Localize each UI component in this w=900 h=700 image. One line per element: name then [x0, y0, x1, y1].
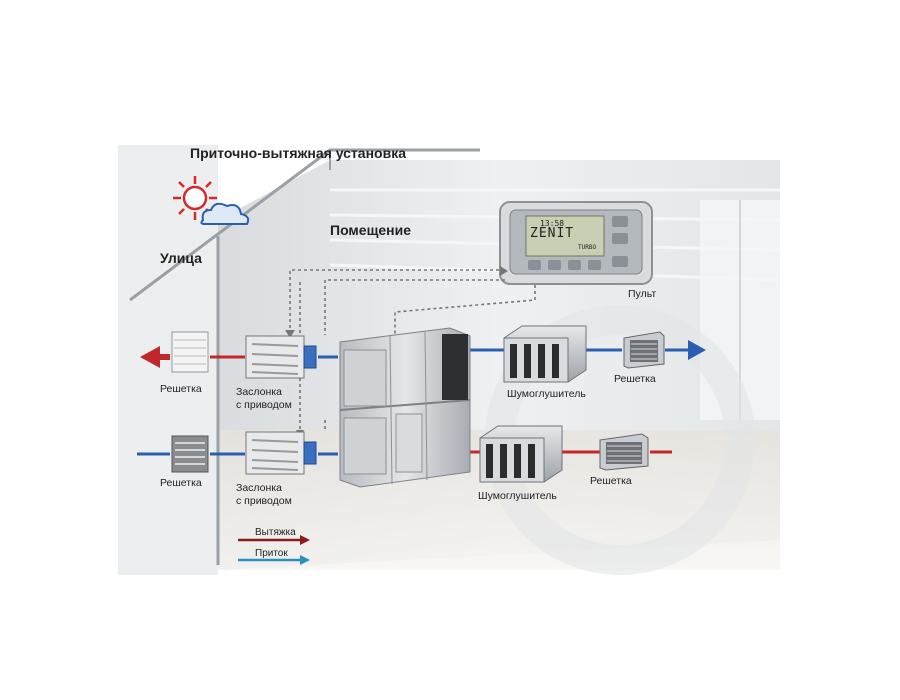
silencer-extract-label: Шумоглушитель	[478, 490, 557, 502]
grille-supply-inlet-label: Решетка	[160, 477, 202, 489]
controller-panel	[499, 201, 653, 285]
controller-screen-mode: TURBO	[578, 244, 597, 251]
diagram-title: Приточно-вытяжная установка	[190, 145, 406, 161]
grille-supply-room-label: Решетка	[614, 373, 656, 385]
grille-exhaust-outlet	[171, 331, 209, 373]
damper-bottom	[245, 431, 317, 475]
controller-screen-brand: ZENIT	[530, 226, 575, 241]
damper-top	[245, 335, 317, 379]
legend-arrows	[238, 535, 310, 565]
grille-supply-room	[623, 331, 665, 369]
grille-exhaust-outlet-label: Решетка	[160, 383, 202, 395]
silencer-extract	[479, 425, 563, 483]
grille-supply-inlet	[171, 435, 209, 473]
sun-cloud-icon	[173, 176, 250, 225]
air-handling-unit	[339, 327, 471, 488]
silencer-supply	[503, 325, 587, 383]
controller-screen-time: 13:58	[540, 219, 565, 228]
controller-label: Пульт	[628, 288, 657, 300]
damper-top-label: Заслонка с приводом	[236, 386, 292, 411]
legend-exhaust-label: Вытяжка	[255, 527, 296, 538]
grille-extract-room	[599, 433, 649, 471]
grille-extract-room-label: Решетка	[590, 475, 632, 487]
zone-street-label: Улица	[160, 250, 202, 266]
legend-supply-label: Приток	[255, 548, 288, 559]
zone-room-label: Помещение	[330, 222, 412, 238]
silencer-supply-label: Шумоглушитель	[507, 388, 586, 400]
damper-bottom-label: Заслонка с приводом	[236, 482, 292, 507]
